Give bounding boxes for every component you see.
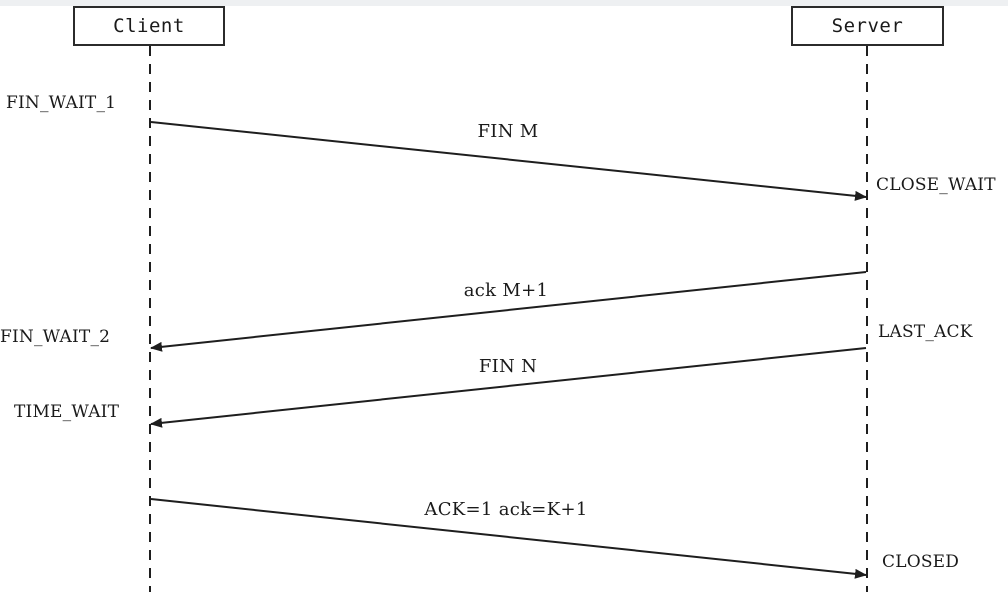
fin-n-arrow	[150, 347, 867, 428]
message-fin-m: FIN M	[477, 121, 539, 142]
ack-m1-arrow	[150, 271, 867, 352]
ack-k1-arrow	[150, 498, 867, 579]
top-strip	[0, 0, 1008, 6]
server-state-close-wait: CLOSE_WAIT	[876, 175, 996, 195]
server-state-last-ack: LAST_ACK	[878, 322, 973, 342]
fin-m-arrow	[150, 121, 867, 201]
message-ack-k1: ACK=1 ack=K+1	[424, 499, 588, 520]
server-state-closed: CLOSED	[882, 552, 960, 572]
server-label: Server	[831, 15, 904, 37]
client-label: Client	[113, 15, 185, 37]
client-state-fin-wait-1: FIN_WAIT_1	[6, 93, 117, 113]
server-participant-box: Server	[791, 6, 944, 46]
message-ack-m1: ack M+1	[463, 280, 549, 301]
client-state-fin-wait-2: FIN_WAIT_2	[0, 327, 111, 347]
message-fin-n: FIN N	[478, 356, 538, 377]
client-participant-box: Client	[73, 6, 225, 46]
client-state-time-wait: TIME_WAIT	[14, 402, 120, 422]
